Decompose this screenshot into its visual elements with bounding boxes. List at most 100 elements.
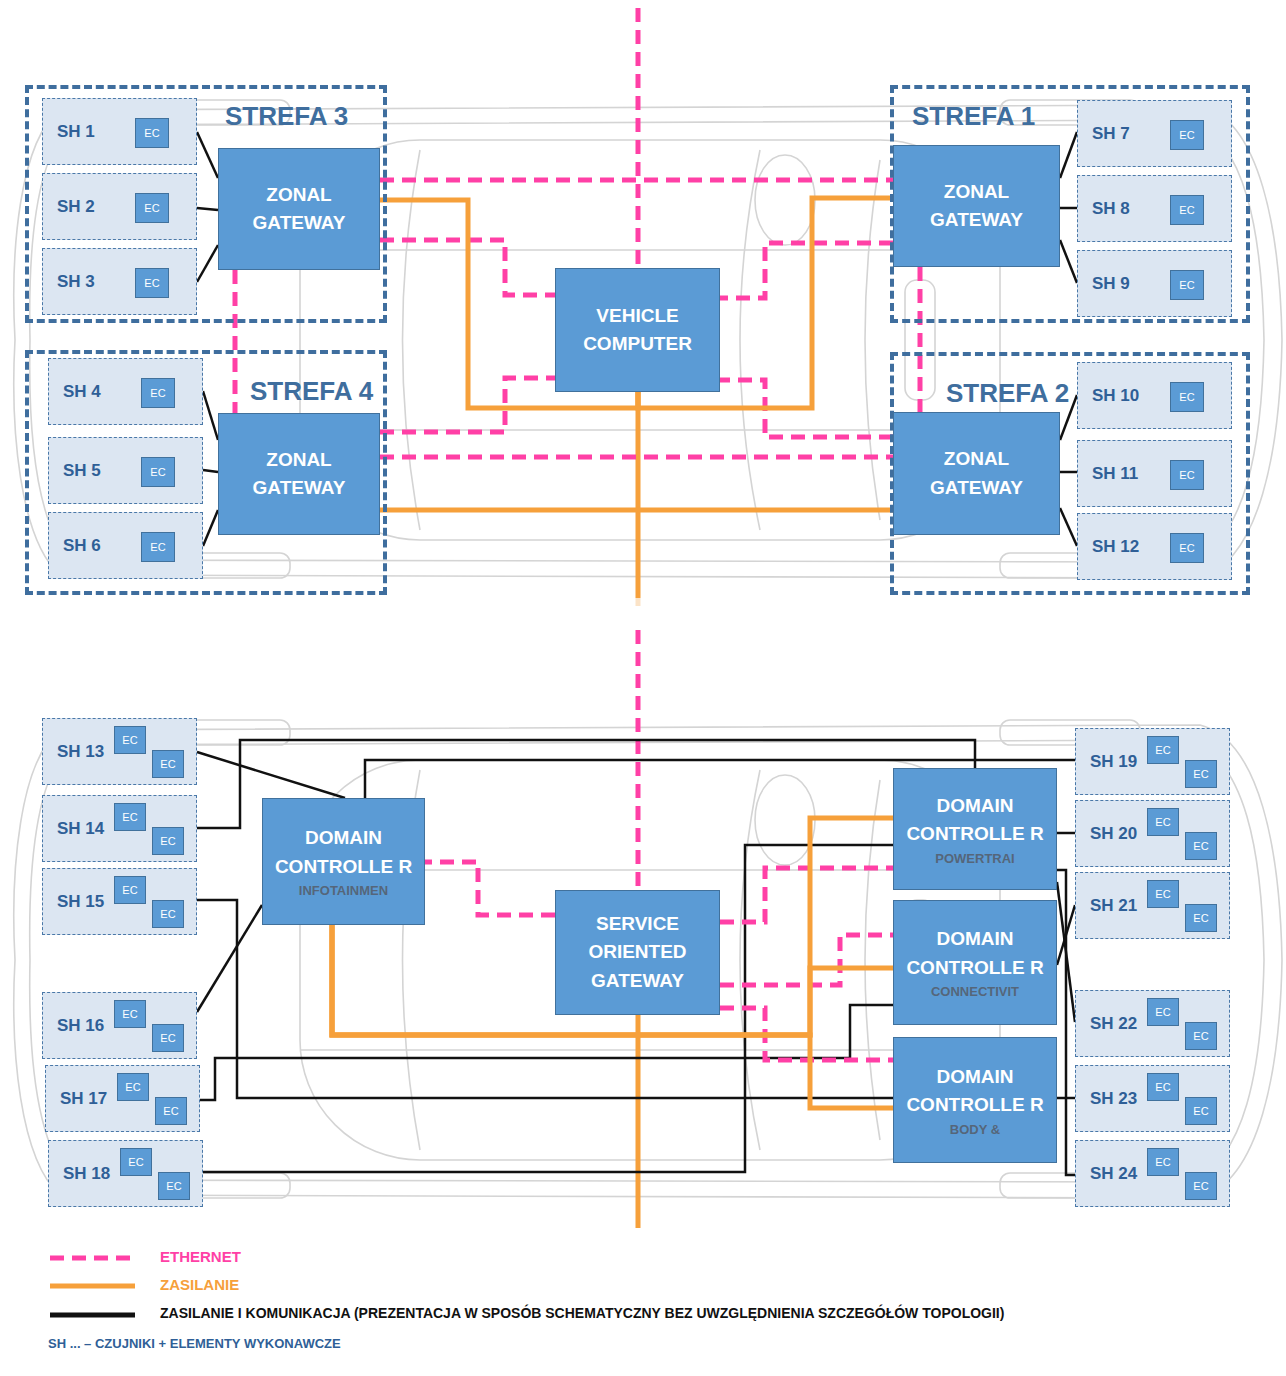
- legend-sample: [50, 1256, 135, 1261]
- node-label: VEHICLE COMPUTER: [562, 302, 713, 359]
- ec-unit: EC: [152, 1024, 184, 1052]
- ethernet-link: [918, 267, 923, 412]
- sensor-actuator-box: SH 14ECEC: [42, 795, 197, 862]
- zone-region: STREFA 2ZONAL GATEWAYSH 10ECSH 11ECSH 12…: [890, 352, 1250, 595]
- sensor-actuator-box: SH 6EC: [48, 512, 203, 579]
- gateway-box: VEHICLE COMPUTER: [555, 268, 720, 392]
- legend-text: ZASILANIE: [160, 1276, 239, 1293]
- sensor-actuator-box: SH 10EC: [1077, 362, 1232, 429]
- sensor-actuator-box: SH 13 EC EC: [42, 718, 197, 785]
- sensor-actuator-box: SH 1EC: [42, 98, 197, 165]
- legend-row: ETHERNET: [160, 1248, 241, 1265]
- ethernet-link: [380, 178, 893, 183]
- power-comm-line: [1060, 471, 1077, 474]
- node-label: EC: [163, 1105, 178, 1117]
- sensor-actuator-box: SH 24ECEC: [1075, 1140, 1230, 1207]
- node-label: EC: [1155, 816, 1170, 828]
- ec-unit: EC: [1185, 904, 1217, 932]
- node-label: EC: [1155, 1156, 1170, 1168]
- ec-unit: EC: [1170, 533, 1204, 563]
- power-comm-line: [197, 132, 218, 178]
- power-comm-line: [197, 752, 345, 798]
- sensor-actuator-box: SH 3EC: [42, 248, 197, 315]
- power-comm-line: [203, 845, 893, 1172]
- node-label: SH 4: [63, 382, 101, 402]
- node-label: EC: [1155, 888, 1170, 900]
- zone-title: STREFA 3: [225, 101, 348, 132]
- zone-region: STREFA 3SH 1ECSH 2ECSH 3ECZONAL GATEWAY: [25, 85, 387, 323]
- ec-unit: EC: [114, 876, 146, 904]
- gateway-box: ZONAL GATEWAY: [893, 412, 1060, 535]
- ec-unit: EC: [1147, 1073, 1179, 1101]
- domain-name: CONNECTIVIT: [931, 984, 1019, 1000]
- power-comm-line: [1060, 240, 1077, 283]
- domain-name: POWERTRAI: [935, 851, 1014, 867]
- power-comm-line: [200, 1005, 893, 1100]
- ec-unit: EC: [158, 1172, 190, 1200]
- ec-unit: EC: [135, 118, 169, 148]
- ec-unit: EC: [1147, 808, 1179, 836]
- node-label: EC: [1179, 542, 1194, 554]
- ec-unit: EC: [141, 457, 175, 487]
- node-label: EC: [1179, 279, 1194, 291]
- sensor-actuator-box: SH 22ECEC: [1075, 990, 1230, 1057]
- node-label: SH 19: [1090, 752, 1137, 772]
- ec-unit: EC: [1147, 1148, 1179, 1176]
- node-label: SH 13: [57, 742, 104, 762]
- node-label: EC: [160, 758, 175, 770]
- node-label: EC: [1179, 204, 1194, 216]
- node-label: SH 24: [1090, 1164, 1137, 1184]
- node-label: EC: [160, 908, 175, 920]
- sensor-actuator-box: SH 7EC: [1077, 100, 1232, 167]
- sensor-actuator-box: SH 4 EC: [48, 358, 203, 425]
- legend-text: ZASILANIE I KOMUNIKACJA (PREZENTACJA W S…: [160, 1305, 1004, 1321]
- node-label: SH 23: [1090, 1089, 1137, 1109]
- domain-name: INFOTAINMEN: [299, 883, 388, 899]
- zone-title: STREFA 4: [250, 376, 373, 407]
- power-comm-line: [1057, 870, 1075, 1175]
- legend-row: ZASILANIE: [160, 1276, 239, 1293]
- node-label: DOMAIN CONTROLLE R: [900, 1063, 1050, 1120]
- node-label: SH 20: [1090, 824, 1137, 844]
- domain-name: BODY &: [950, 1122, 1000, 1138]
- power-comm-line: [1060, 207, 1077, 210]
- domain-controller: DOMAIN CONTROLLE RPOWERTRAI: [893, 768, 1057, 890]
- power-comm-line: [1060, 508, 1077, 546]
- ethernet-link: [720, 935, 893, 985]
- domain-controller: DOMAIN CONTROLLE RCONNECTIVIT: [893, 900, 1057, 1025]
- node-label: SH 11: [1092, 464, 1138, 484]
- ec-unit: EC: [1170, 120, 1204, 150]
- sensor-actuator-box: SH 12EC: [1077, 513, 1232, 580]
- backbone-lines: [638, 8, 639, 1228]
- node-label: EC: [1193, 768, 1208, 780]
- node-label: EC: [160, 835, 175, 847]
- sensor-actuator-box: SH 8EC: [1077, 175, 1232, 242]
- sensor-actuator-box: SH 21 EC EC: [1075, 872, 1230, 939]
- node-label: EC: [122, 1008, 137, 1020]
- power-comm-line: [1057, 832, 1075, 835]
- ec-unit: EC: [114, 1000, 146, 1028]
- node-label: SH 2: [57, 197, 95, 217]
- legend-row: ZASILANIE I KOMUNIKACJA (PREZENTACJA W S…: [160, 1305, 1004, 1321]
- gateway-box: ZONAL GATEWAY: [893, 145, 1060, 267]
- node-label: SH 15: [57, 892, 104, 912]
- node-label: EC: [150, 387, 165, 399]
- node-label: EC: [122, 734, 137, 746]
- node-label: EC: [1155, 1006, 1170, 1018]
- note-text: SH ... – CZUJNIKI + ELEMENTY WYKONAWCZE: [48, 1336, 341, 1351]
- power-comm-line: [1060, 132, 1077, 178]
- ec-unit: EC: [141, 532, 175, 562]
- node-label: EC: [1193, 840, 1208, 852]
- node-label: EC: [1193, 912, 1208, 924]
- ec-unit: EC: [152, 750, 184, 778]
- node-label: EC: [166, 1180, 181, 1192]
- legend-sample: [50, 1284, 135, 1289]
- node-label: EC: [1193, 1105, 1208, 1117]
- node-label: SH 21: [1090, 896, 1137, 916]
- legend-sample: [50, 1313, 135, 1318]
- ec-unit: EC: [1147, 998, 1179, 1026]
- power-comm-line: [197, 245, 218, 282]
- node-label: EC: [1179, 129, 1194, 141]
- ec-unit: EC: [1170, 382, 1204, 412]
- node-label: SH 16: [57, 1016, 104, 1036]
